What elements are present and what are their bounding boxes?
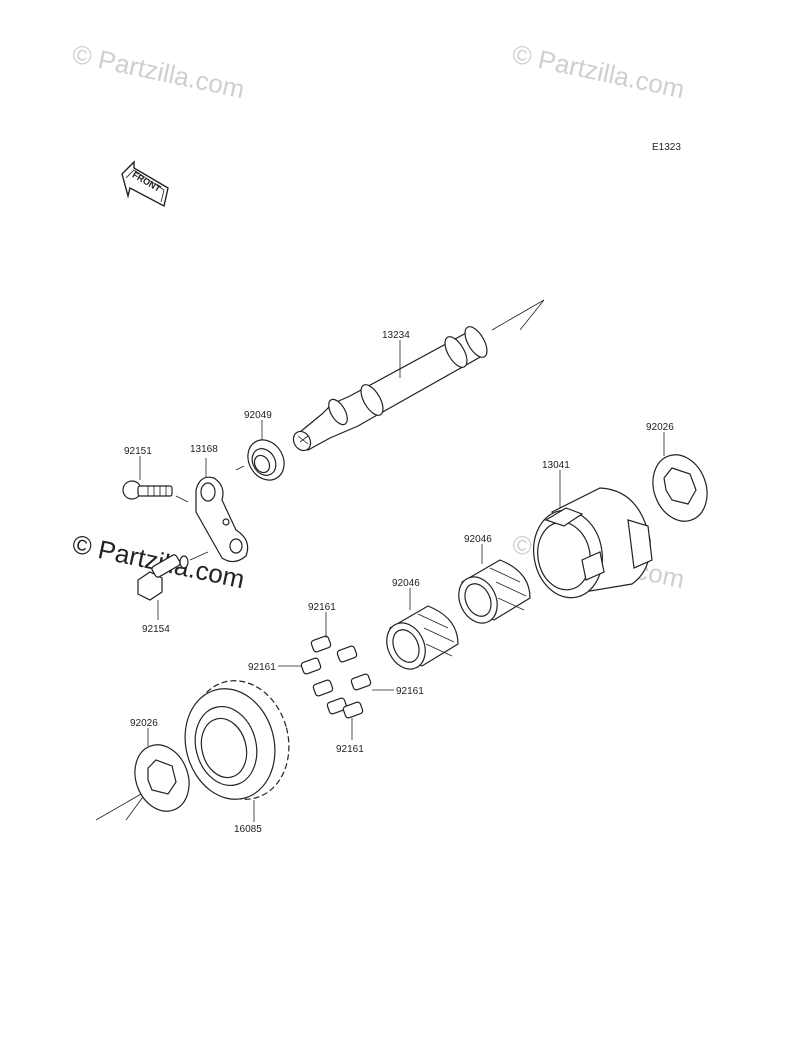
front-arrow-icon: FRONT [121,160,169,208]
label-13168: 13168 [190,444,218,455]
oil-seal-92049 [247,439,285,481]
dash-line [235,465,245,471]
label-92161-left: 92161 [248,662,276,673]
washer-92026-right [652,454,708,522]
label-92151: 92151 [124,446,152,457]
label-92161-right: 92161 [396,686,424,697]
shaft-13234 [292,326,488,452]
gear-16085 [184,680,290,800]
label-92046-left: 92046 [392,578,420,589]
bearing-92046-right [458,559,531,624]
bearing-92046-left [386,605,459,670]
watermark-top-left: © Partzilla.com [70,39,248,105]
hub-13041 [533,487,653,599]
label-13234: 13234 [382,330,410,341]
rollers-92161 [300,635,372,719]
dash-line [189,551,209,561]
pin-bolt-92154 [137,554,189,601]
label-92026-left: 92026 [130,718,158,729]
label-16085: 16085 [234,824,262,835]
axis-arrow-bottom [95,789,149,821]
label-92161-top: 92161 [308,602,336,613]
label-92026-right: 92026 [646,422,674,433]
bolt-92151 [122,480,173,500]
label-92154: 92154 [142,624,170,635]
label-13041: 13041 [542,460,570,471]
axis-arrow-top [491,299,545,331]
label-92046-right: 92046 [464,534,492,545]
watermark-top-right: © Partzilla.com [510,39,688,105]
label-92161-bottom: 92161 [336,744,364,755]
watermark-text: © Partzilla.com [70,39,248,105]
dash-line [175,495,189,503]
label-92049: 92049 [244,410,272,421]
washer-92026-left [134,744,190,812]
watermark-text: © Partzilla.com [510,39,688,105]
arm-13168 [195,476,249,563]
diagram-code: E1323 [652,142,681,153]
